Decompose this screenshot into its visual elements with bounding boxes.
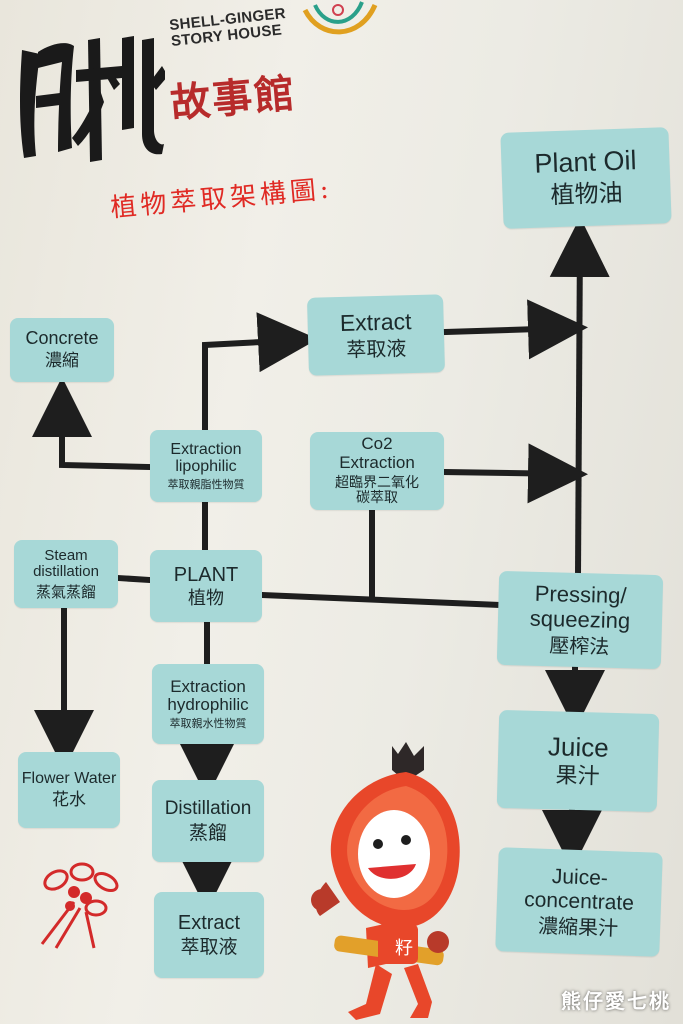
node-plant-en: PLANT (173, 563, 239, 586)
node-co2-extraction: Co2 Extraction 超臨界二氧化碳萃取 (310, 432, 444, 510)
node-flower-water-zh: 花水 (52, 789, 86, 810)
node-pressing-zh: 壓榨法 (549, 632, 610, 659)
node-steam-zh: 蒸氣蒸餾 (35, 582, 96, 601)
node-juice-en: Juice (547, 731, 610, 763)
node-plant-oil-en: Plant Oil (533, 145, 637, 180)
node-extract-top: Extract 萃取液 (307, 294, 445, 376)
node-distillation-en: Distillation (164, 797, 252, 819)
mascot-badge-label: 籽 (395, 938, 413, 959)
line-plant-pressing (258, 591, 504, 609)
node-concrete-zh: 濃縮 (45, 351, 79, 372)
node-lipophilic-en: Extraction lipophilic (170, 440, 242, 476)
node-juice: Juice 果汁 (496, 709, 660, 813)
node-extract-bottom: Extract 萃取液 (154, 892, 264, 978)
node-lipophilic-zh: 萃取親脂性物質 (167, 478, 245, 492)
node-extract-bottom-zh: 萃取液 (180, 936, 238, 959)
node-extract-bottom-en: Extract (177, 912, 241, 935)
node-steam-distillation: Steam distillation 蒸氣蒸餾 (14, 540, 118, 608)
node-distillation-zh: 蒸餾 (188, 821, 227, 844)
brand-name-zh: 故事館 (168, 70, 299, 128)
node-concrete: Concrete 濃縮 (10, 318, 114, 382)
node-juice-concentrate-en: Juice-concentrate (523, 865, 635, 915)
node-extract-top-zh: 萃取液 (346, 336, 407, 362)
brand-logo (20, 36, 165, 162)
node-plant: PLANT 植物 (150, 550, 262, 622)
node-plant-zh: 植物 (188, 587, 224, 609)
node-pressing: Pressing/ squeezing 壓榨法 (496, 570, 664, 670)
watermark: 熊仔愛七桃 (561, 989, 671, 1013)
node-extract-top-en: Extract (339, 307, 412, 336)
line-extract-spine (441, 299, 588, 360)
node-pressing-en: Pressing/ squeezing (529, 581, 631, 633)
node-steam-en: Steam distillation (33, 546, 99, 581)
brand-swirl-icon (302, 1, 378, 35)
node-plant-oil-zh: 植物油 (550, 178, 624, 210)
node-plant-oil: Plant Oil 植物油 (500, 127, 672, 229)
node-flower-water: Flower Water 花水 (18, 752, 120, 828)
line-spine-oil (549, 217, 610, 579)
node-extraction-lipophilic: Extraction lipophilic 萃取親脂性物質 (150, 430, 262, 502)
line-co2-spine (441, 443, 588, 504)
node-hydrophilic-en: Extraction hydrophilic (167, 676, 249, 715)
node-juice-concentrate: Juice-concentrate 濃縮果汁 (495, 847, 663, 957)
node-co2-zh: 超臨界二氧化碳萃取 (335, 474, 419, 507)
mascot-illustration: 籽 (311, 742, 460, 1020)
node-flower-water-en: Flower Water (21, 770, 117, 788)
line-lipophilic-concrete (31, 377, 154, 471)
node-extraction-hydrophilic: Extraction hydrophilic 萃取親水性物質 (152, 664, 264, 744)
node-juice-zh: 果汁 (555, 763, 600, 790)
node-juice-concentrate-zh: 濃縮果汁 (537, 913, 619, 940)
node-co2-en: Co2 Extraction (339, 434, 415, 473)
line-plant-steam (114, 574, 154, 584)
node-hydrophilic-zh: 萃取親水性物質 (169, 717, 247, 731)
node-concrete-en: Concrete (25, 328, 99, 349)
red-flower-icon (40, 862, 119, 949)
node-distillation: Distillation 蒸餾 (152, 780, 264, 862)
